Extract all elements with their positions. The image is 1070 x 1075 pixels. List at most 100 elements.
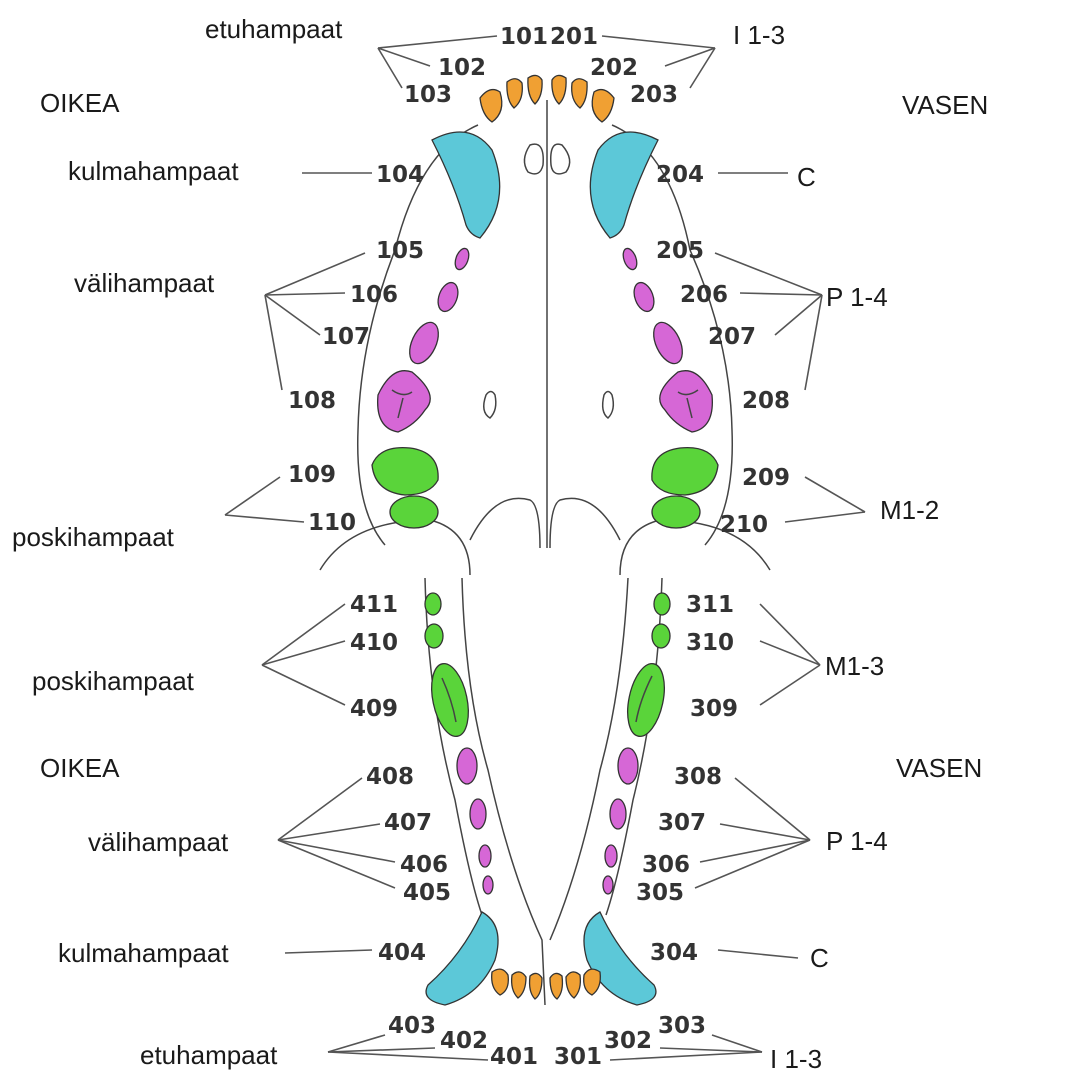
lower-premolars-code: P 1-4 <box>826 826 888 856</box>
upper-incisors-code: I 1-3 <box>733 20 785 50</box>
tooth-number: 311 <box>686 592 734 618</box>
tooth-406 <box>479 845 491 867</box>
tooth-106 <box>434 280 461 314</box>
tooth-108 <box>378 371 431 432</box>
tooth-401 <box>530 973 542 999</box>
tooth-number: 304 <box>650 940 698 966</box>
tooth-number: 406 <box>400 852 448 878</box>
tooth-310 <box>652 624 670 648</box>
tooth-210 <box>652 496 700 528</box>
tooth-number: 303 <box>658 1013 706 1039</box>
tooth-number: 310 <box>686 630 734 656</box>
tooth-308 <box>618 748 638 784</box>
tooth-number: 203 <box>630 82 678 108</box>
tooth-301 <box>550 973 562 999</box>
leader-lines <box>225 36 865 1060</box>
tooth-number: 209 <box>742 465 790 491</box>
upper-side-right-label: OIKEA <box>40 88 120 118</box>
tooth-101 <box>528 75 542 104</box>
tooth-number: 401 <box>490 1044 538 1070</box>
tooth-107 <box>404 318 444 368</box>
lower-canines-code: C <box>810 943 829 973</box>
upper-premolars-label: välihampaat <box>74 268 215 298</box>
tooth-206 <box>630 280 657 314</box>
tooth-number: 201 <box>550 24 598 50</box>
tooth-306 <box>605 845 617 867</box>
upper-incisors-label: etuhampaat <box>205 14 343 44</box>
tooth-number: 103 <box>404 82 452 108</box>
upper-molars-code: M1-2 <box>880 495 939 525</box>
tooth-number: 102 <box>438 55 486 81</box>
tooth-105 <box>453 247 472 272</box>
upper-side-left-label: VASEN <box>902 90 988 120</box>
lower-canines-label: kulmahampaat <box>58 938 229 968</box>
tooth-110 <box>390 496 438 528</box>
lower-molars-label: poskihampaat <box>32 666 195 696</box>
tooth-number: 109 <box>288 462 336 488</box>
tooth-209 <box>652 448 718 495</box>
lower-jaw-outline <box>425 578 662 1005</box>
tooth-number: 301 <box>554 1044 602 1070</box>
tooth-number: 410 <box>350 630 398 656</box>
lower-incisors-code: I 1-3 <box>770 1044 822 1074</box>
tooth-302 <box>566 972 580 998</box>
tooth-number: 208 <box>742 388 790 414</box>
tooth-109 <box>372 448 438 495</box>
tooth-411 <box>425 593 441 615</box>
tooth-205 <box>621 247 640 272</box>
tooth-number: 305 <box>636 880 684 906</box>
tooth-number: 407 <box>384 810 432 836</box>
upper-molars-label: poskihampaat <box>12 522 175 552</box>
tooth-number: 207 <box>708 324 756 350</box>
tooth-number: 110 <box>308 510 356 536</box>
lower-labels: OIKEA VASEN poskihampaat välihampaat kul… <box>32 592 982 1074</box>
tooth-number: 411 <box>350 592 398 618</box>
tooth-311 <box>654 593 670 615</box>
tooth-103 <box>480 90 502 122</box>
lower-side-left-label: VASEN <box>896 753 982 783</box>
tooth-number: 404 <box>378 940 426 966</box>
tooth-104 <box>432 132 500 238</box>
tooth-307 <box>610 799 626 829</box>
tooth-408 <box>457 748 477 784</box>
tooth-204 <box>590 132 658 238</box>
upper-premolars-code: P 1-4 <box>826 282 888 312</box>
tooth-number: 105 <box>376 238 424 264</box>
tooth-305 <box>603 876 613 894</box>
tooth-309 <box>622 660 671 739</box>
upper-canines-label: kulmahampaat <box>68 156 239 186</box>
tooth-number: 206 <box>680 282 728 308</box>
tooth-303 <box>584 969 601 995</box>
tooth-number: 309 <box>690 696 738 722</box>
tooth-number: 405 <box>403 880 451 906</box>
tooth-number: 204 <box>656 162 704 188</box>
tooth-number: 210 <box>720 512 768 538</box>
tooth-201 <box>552 75 566 104</box>
tooth-number: 408 <box>366 764 414 790</box>
tooth-number: 205 <box>656 238 704 264</box>
tooth-407 <box>470 799 486 829</box>
tooth-number: 101 <box>500 24 548 50</box>
tooth-number: 302 <box>604 1028 652 1054</box>
tooth-403 <box>492 969 509 995</box>
tooth-number: 108 <box>288 388 336 414</box>
tooth-number: 308 <box>674 764 722 790</box>
tooth-207 <box>648 318 688 368</box>
tooth-404 <box>426 912 498 1005</box>
tooth-number: 202 <box>590 55 638 81</box>
tooth-number: 306 <box>642 852 690 878</box>
tooth-number: 403 <box>388 1013 436 1039</box>
lower-premolars-label: välihampaat <box>88 827 229 857</box>
tooth-number: 409 <box>350 696 398 722</box>
tooth-number: 307 <box>658 810 706 836</box>
tooth-number: 107 <box>322 324 370 350</box>
tooth-number: 402 <box>440 1028 488 1054</box>
lower-side-right-label: OIKEA <box>40 753 120 783</box>
tooth-208 <box>660 371 713 432</box>
tooth-202 <box>572 79 587 108</box>
upper-canines-code: C <box>797 162 816 192</box>
upper-teeth <box>372 75 718 528</box>
tooth-102 <box>507 79 522 108</box>
tooth-number: 104 <box>376 162 424 188</box>
